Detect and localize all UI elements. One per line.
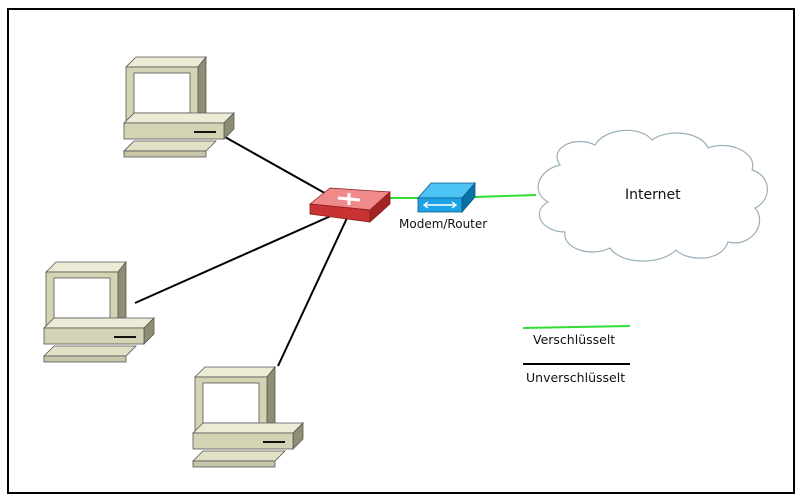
connections	[134, 136, 537, 367]
router-icon	[417, 181, 476, 214]
link-pc2-switch	[134, 214, 334, 304]
switch-icon	[308, 187, 391, 223]
legend-encrypted-label: Verschlüsselt	[533, 332, 616, 347]
cloud-icon	[537, 129, 768, 262]
modem-router-label: Modem/Router	[399, 217, 488, 231]
link-pc1-switch	[224, 136, 331, 197]
legend-encrypted-line	[522, 325, 631, 329]
link-modem-internet	[474, 194, 537, 198]
internet-label: Internet	[625, 187, 681, 203]
link-pc3-switch	[277, 217, 348, 367]
legend-unencrypted-label: Unverschlüsselt	[526, 370, 626, 385]
